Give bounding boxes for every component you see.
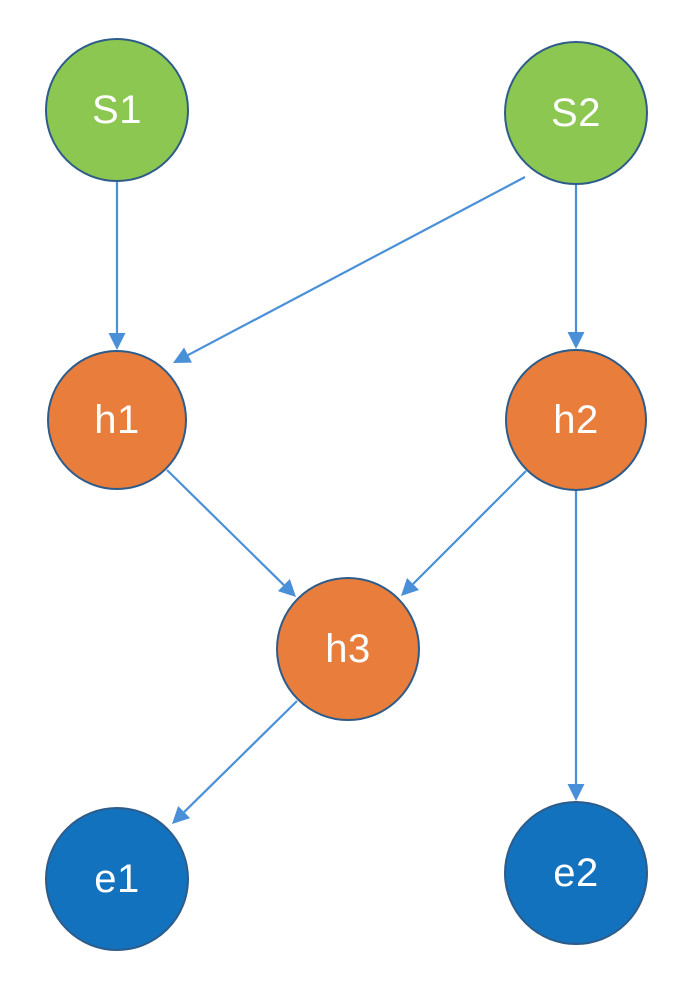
node-e2[interactable]: e2 (504, 801, 648, 945)
arrowhead-icon (172, 806, 191, 824)
arrowhead-icon (401, 577, 420, 596)
node-h3[interactable]: h3 (276, 577, 420, 721)
edge-line (412, 470, 527, 585)
arrowhead-icon (567, 332, 585, 349)
node-label-h3: h3 (325, 627, 371, 671)
node-label-e1: e1 (94, 857, 140, 901)
node-h1[interactable]: h1 (47, 350, 187, 490)
edge-s2-to-h2 (567, 185, 585, 349)
node-label-s2: S2 (551, 91, 601, 135)
edge-h3-to-e1 (172, 700, 298, 824)
arrowhead-icon (567, 784, 585, 801)
edge-line (166, 469, 285, 586)
node-h2[interactable]: h2 (505, 349, 647, 491)
edge-line (183, 700, 298, 813)
edge-h2-to-e2 (567, 491, 585, 801)
node-e1[interactable]: e1 (45, 807, 189, 951)
edge-line (187, 176, 526, 357)
arrowhead-icon (277, 579, 296, 597)
arrowhead-icon (173, 347, 193, 363)
node-label-s1: S1 (92, 88, 142, 132)
node-s2[interactable]: S2 (504, 41, 648, 185)
node-s1[interactable]: S1 (45, 38, 189, 182)
edge-s1-to-h1 (108, 182, 126, 350)
node-label-h2: h2 (553, 398, 599, 442)
arrowhead-icon (108, 333, 126, 350)
edge-s2-to-h1 (173, 176, 526, 363)
edge-h1-to-h3 (166, 469, 296, 597)
node-label-h1: h1 (94, 398, 140, 442)
node-label-e2: e2 (553, 851, 599, 895)
edge-h2-to-h3 (401, 470, 527, 596)
